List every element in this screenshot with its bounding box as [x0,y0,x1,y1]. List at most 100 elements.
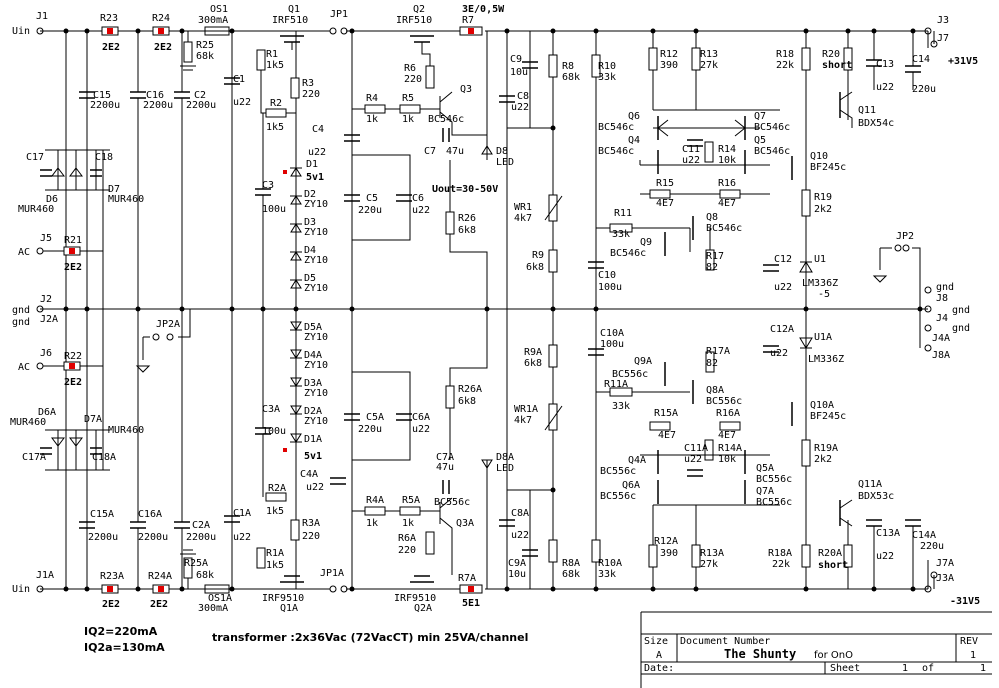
c7a-label: C7A [436,452,454,463]
c16-cap [130,31,146,309]
r25-value: 68k [196,51,214,62]
r6a-label: R6A [398,533,416,544]
c13-label: C13 [876,59,894,70]
r24-label: R24 [152,13,170,24]
r19-value: 2k2 [814,204,832,215]
c3a-label: C3A [262,404,280,415]
r20a-label: R20A [818,548,842,559]
r3-label: R3 [302,78,314,89]
labels-right: C9 10u C8 u22 R8 68k R10 33k R12 390 R13… [508,15,980,607]
uout-label: Uout=30-50V [432,184,498,195]
rails [40,30,928,590]
j1a-label: J1A [36,570,54,581]
wr1-label: WR1 [514,202,532,213]
c1-cap [224,77,240,85]
d8a-label: D8A [496,452,514,463]
sheet-label: Sheet [830,663,860,674]
c4a-value: u22 [306,482,324,493]
r1-label: R1 [266,49,278,60]
q2-label: Q2 [413,4,425,15]
r2a-value: 1k5 [266,506,284,517]
c13a-label: C13A [876,528,900,539]
d8-value: LED [496,157,514,168]
j2a-label: J2A [40,314,58,325]
c8-label: C8 [517,91,529,102]
q4a-label: Q4A [628,455,646,466]
r7a-label: R7A [458,573,476,584]
r8a-label: R8A [562,558,580,569]
r12-value: 390 [660,60,678,71]
d5-value: ZY10 [304,283,328,294]
c4a-label: C4A [300,469,318,480]
c2-value: 2200u [186,100,216,111]
r23-label: R23 [100,13,118,24]
c14a-value: 220u [920,541,944,552]
r12a-value: 390 [660,548,678,559]
d1a-label: D1A [304,434,322,445]
c11a-value: u22 [684,454,702,465]
q1a-value: IRF9510 [262,593,304,604]
r7a-value: 5E1 [462,598,480,609]
u1-label: U1 [814,254,826,265]
c6-label: C6 [412,193,424,204]
r17a-value: 82 [706,358,718,369]
d2a-value: ZY10 [304,416,328,427]
c4-value: u22 [308,147,326,158]
size-value: A [656,650,662,661]
r8-value: 68k [562,72,580,83]
q7-value: BC546c [754,122,790,133]
q6-value: BC546c [598,122,634,133]
r5a-label: R5A [402,495,420,506]
notes: IQ2=220mA IQ2a=130mA transformer :2x36Va… [84,625,528,654]
wr1a-label: WR1A [514,404,538,415]
r7-value: 3E/0,5W [462,4,505,15]
q11-label: Q11 [858,105,876,116]
q11-value: BDX54c [858,118,894,129]
doc-title-suffix: for OnO [814,650,853,661]
c18a-label: C18A [92,452,116,463]
c9-label: C9 [510,54,522,65]
sheet-number: 1 [902,663,908,674]
r26-label: R26 [458,213,476,224]
u1-value2: -5 [818,289,830,300]
j3-label: J3 [937,15,949,26]
zener-stack-bottom [283,321,302,452]
r22-label: R22 [64,351,82,362]
d7a-label: D7A [84,414,102,425]
r4-value: 1k [366,114,378,125]
d7a-value: MUR460 [108,425,144,436]
r14-value: 10k [718,155,736,166]
d6-value: MUR460 [18,204,54,215]
j7-label: J7 [937,33,949,44]
r23-value: 2E2 [102,42,120,53]
transformer-note: transformer :2x36Vac (72VacCT) min 25VA/… [212,631,528,644]
c8a-value: u22 [511,530,529,541]
c5-label: C5 [366,193,378,204]
c12-value: u22 [774,282,792,293]
c15-cap [79,31,95,309]
c15a-label: C15A [90,509,114,520]
r9-value: 6k8 [526,262,544,273]
r6-label: R6 [404,63,416,74]
r24-value: 2E2 [154,42,172,53]
q3-value: BC546c [428,114,464,125]
d1-value: 5v1 [306,172,324,183]
labels-middle: Q1 IRF510 JP1 Q2 IRF510 3E/0,5W R7 R1 1k… [262,4,514,614]
r23a-value: 2E2 [102,599,120,610]
c15a-value: 2200u [88,532,118,543]
c1a-cap [224,515,240,523]
c12a-value: u22 [770,348,788,359]
c2a-label: C2A [192,520,210,531]
q7a-value: BC556c [756,497,792,508]
q8-label: Q8 [706,212,718,223]
r11-value: 33k [612,229,630,240]
u1-value: LM336Z [802,278,838,289]
d4-value: ZY10 [304,255,328,266]
r26-value: 6k8 [458,225,476,236]
j8a-label: J8A [932,350,950,361]
j6-label: J6 [40,348,52,359]
c10a-label: C10A [600,328,624,339]
j4a-label: J4A [932,333,950,344]
r17-label: R17 [706,251,724,262]
c4-label: C4 [312,124,324,135]
